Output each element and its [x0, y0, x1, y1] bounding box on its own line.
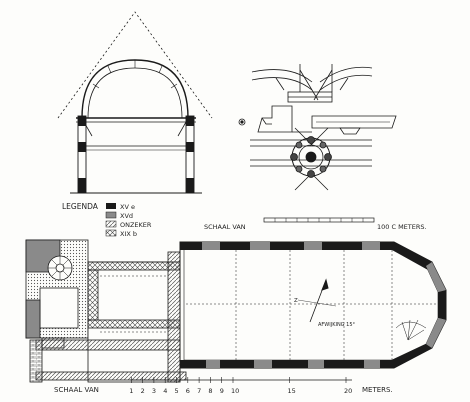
legend-item-label: XVd [120, 212, 133, 220]
legend-item-label: XIX b [120, 230, 137, 238]
scale-tick-label: 6 [186, 387, 190, 395]
lower-scale-prefix: SCHAAL VAN [54, 386, 99, 394]
legend: LEGENDA XV e XVd ONZEKER XIX b [62, 202, 152, 238]
scale-tick-label: 20 [344, 387, 352, 395]
scale-tick-label: 9 [220, 387, 224, 395]
rib-boss-plan-detail [250, 127, 372, 191]
scale-tick-label: 15 [288, 387, 296, 395]
cross-section-wall-solids [78, 116, 194, 193]
legend-item-label: ONZEKER [120, 221, 152, 229]
upper-scale-prefix: SCHAAL VAN [204, 223, 246, 231]
legend-item-label: XV e [120, 203, 135, 211]
legend-swatch-gray [105, 211, 117, 219]
scale-tick-label: 3 [152, 387, 156, 395]
lower-scale-suffix: METERS. [362, 386, 393, 394]
cross-section-drawing [57, 11, 213, 194]
scale-tick-label: 1 [129, 387, 133, 395]
compass-deviation-label: AFWIJKING 15° [318, 322, 356, 328]
compass-z: Z [294, 298, 298, 304]
plan-tower-annex [25, 239, 89, 349]
scale-tick-label: 10 [231, 387, 239, 395]
upper-scale-suffix: 100 C METERS. [377, 223, 427, 231]
upper-scale-bar: SCHAAL VAN 100 C METERS. [204, 217, 427, 231]
scale-tick-label: 7 [197, 387, 201, 395]
scale-tick-label: 4 [163, 387, 167, 395]
compass-arrow: Z AFWIJKING 15° [294, 278, 356, 328]
plan-nave [179, 241, 447, 369]
floor-plan: Z AFWIJKING 15° [25, 239, 447, 383]
plan-aisle [29, 251, 187, 383]
moulding-profile-detail [238, 105, 397, 135]
scale-tick-label: 2 [141, 387, 145, 395]
legend-swatch-hatch [105, 220, 117, 228]
scale-tick-label: 8 [208, 387, 212, 395]
legend-title: LEGENDA [62, 202, 99, 211]
scale-tick-label: 5 [175, 387, 179, 395]
legend-swatch-cross [105, 229, 117, 237]
legend-swatch-solid [106, 203, 116, 209]
roof-truss-detail [251, 64, 373, 103]
